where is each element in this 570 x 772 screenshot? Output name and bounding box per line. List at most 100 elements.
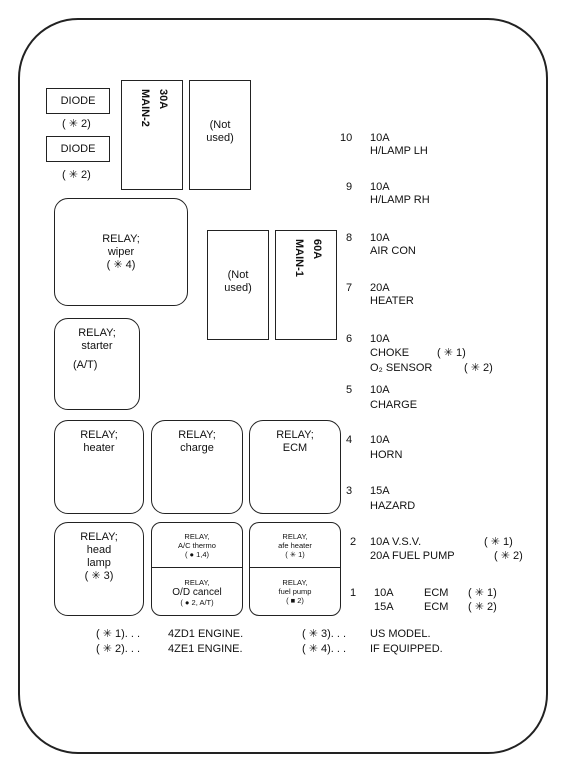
- fuse-6-amp: 10A: [370, 333, 390, 345]
- fuse-9-name: H/LAMP RH: [370, 194, 430, 206]
- fuse-7-amp: 20A: [370, 282, 390, 294]
- fuse-1-line1-name: ECM: [424, 587, 449, 599]
- fuse-2-line2: 20A FUEL PUMP: [370, 550, 455, 562]
- fuse-10-name: H/LAMP LH: [370, 145, 428, 157]
- relay-head-lamp: RELAY; head lamp ( ✳ 3): [54, 522, 144, 616]
- main-2-fuse: 30A MAIN-2: [121, 80, 183, 190]
- fuse-7-name: HEATER: [370, 295, 414, 307]
- fuse-6-name: CHOKE: [370, 347, 410, 359]
- not-used-2-line2: used): [224, 282, 252, 294]
- legend-1-key: ( ✳ 1). . .: [96, 628, 141, 640]
- main-1-fuse: 60A MAIN-1: [275, 230, 337, 340]
- fuse-7-number: 7: [346, 282, 353, 294]
- fuse-8-name: AIR CON: [370, 245, 416, 257]
- fuse-5-name: CHARGE: [370, 399, 418, 411]
- legend-4-text: IF EQUIPPED.: [370, 643, 443, 655]
- fuse-5-amp: 10A: [370, 384, 390, 396]
- legend-1-text: 4ZD1 ENGINE.: [168, 628, 244, 640]
- fuse-8-number: 8: [346, 232, 353, 244]
- relay-afe-l3: ( ✳ 1): [285, 550, 305, 559]
- relay-fuel-l1: RELAY,: [282, 578, 308, 587]
- fuse-4-number: 4: [346, 434, 353, 446]
- diode-1-note: ( ✳ 2): [62, 118, 91, 130]
- relay-charge: RELAY; charge: [151, 420, 243, 514]
- not-used-1-line2: used): [206, 132, 234, 144]
- relay-fuel-l3: ( ■ 2): [286, 596, 304, 605]
- fuse-box-outline: [18, 18, 548, 754]
- fuse-1-line2-note: ( ✳ 2): [468, 601, 497, 613]
- fuse-1-line2-amp: 15A: [374, 601, 394, 613]
- fuse-10-number: 10: [340, 132, 353, 144]
- relay-afe-l2: afe heater: [278, 541, 312, 550]
- fuse-2-line1-note: ( ✳ 1): [484, 536, 513, 548]
- relay-starter-l1: RELAY;: [78, 327, 116, 339]
- fuse-6-name2-note: ( ✳ 2): [464, 362, 493, 374]
- relay-ecm-l1: RELAY;: [276, 429, 314, 441]
- fuse-9-number: 9: [346, 181, 353, 193]
- relay-ac-l3: ( ● 1,4): [184, 550, 210, 559]
- legend-2-text: 4ZE1 ENGINE.: [168, 643, 243, 655]
- diode-1: DIODE: [46, 88, 110, 114]
- fuse-2-line1: 10A V.S.V.: [370, 536, 422, 548]
- relay-heater-l1: RELAY;: [80, 429, 118, 441]
- relay-charge-l1: RELAY;: [178, 429, 216, 441]
- relay-afe-fuel-divider: [250, 567, 340, 568]
- fuse-10-amp: 10A: [370, 132, 390, 144]
- relay-ac-l2: A/C thermo: [178, 541, 216, 550]
- relay-wiper-l2: wiper: [107, 246, 135, 258]
- main-1-amp: 60A: [311, 239, 323, 260]
- relay-head-lamp-l1: RELAY;: [80, 531, 118, 543]
- relay-starter-l2: starter: [81, 340, 113, 352]
- diode-2-note: ( ✳ 2): [62, 169, 91, 181]
- legend-4-key: ( ✳ 4). . .: [302, 643, 347, 655]
- relay-wiper: RELAY; wiper ( ✳ 4): [54, 198, 188, 306]
- fuse-2-number: 2: [350, 536, 357, 548]
- relay-wiper-l1: RELAY;: [102, 233, 140, 245]
- relay-ac-od-divider: [152, 567, 242, 568]
- fuse-4-amp: 10A: [370, 434, 390, 446]
- relay-od-l2: O/D cancel: [172, 587, 222, 598]
- not-used-2-line1: (Not: [227, 269, 249, 281]
- relay-ac-l1: RELAY,: [184, 532, 210, 541]
- relay-ecm: RELAY; ECM: [249, 420, 341, 514]
- relay-wiper-l3: ( ✳ 4): [106, 259, 136, 271]
- relay-charge-l2: charge: [180, 442, 214, 454]
- fuse-4-name: HORN: [370, 449, 403, 461]
- main-2-name: MAIN-2: [139, 89, 151, 127]
- relay-heater-l2: heater: [83, 442, 115, 454]
- relay-fuel-l2: fuel pump: [278, 587, 312, 596]
- fuse-6-name-note: ( ✳ 1): [437, 347, 466, 359]
- fuse-1-line2-name: ECM: [424, 601, 449, 613]
- relay-ac-od-block: RELAY, A/C thermo ( ● 1,4) RELAY, O/D ca…: [151, 522, 243, 616]
- fuse-3-name: HAZARD: [370, 500, 416, 512]
- fuse-1-line1-amp: 10A: [374, 587, 394, 599]
- relay-head-lamp-l4: ( ✳ 3): [84, 570, 114, 582]
- fuse-5-number: 5: [346, 384, 353, 396]
- main-1-name: MAIN-1: [293, 239, 305, 277]
- fuse-9-amp: 10A: [370, 181, 390, 193]
- fuse-1-line1-note: ( ✳ 1): [468, 587, 497, 599]
- diode-1-label: DIODE: [60, 95, 96, 107]
- fuse-1-number: 1: [350, 587, 357, 599]
- relay-heater: RELAY; heater: [54, 420, 144, 514]
- diode-2: DIODE: [46, 136, 110, 162]
- legend-3-key: ( ✳ 3). . .: [302, 628, 347, 640]
- not-used-1-line1: (Not: [209, 119, 231, 131]
- legend-3-text: US MODEL.: [370, 628, 431, 640]
- relay-ecm-l2: ECM: [282, 442, 308, 454]
- fuse-6-number: 6: [346, 333, 353, 345]
- relay-starter: RELAY; starter (A/T): [54, 318, 140, 410]
- relay-od-l1: RELAY,: [184, 578, 210, 587]
- diode-2-label: DIODE: [60, 143, 96, 155]
- fuse-3-amp: 15A: [370, 485, 390, 497]
- fuse-3-number: 3: [346, 485, 353, 497]
- fuse-8-amp: 10A: [370, 232, 390, 244]
- relay-starter-l3: (A/T): [73, 359, 98, 371]
- legend-2-key: ( ✳ 2). . .: [96, 643, 141, 655]
- not-used-slot-2: (Not used): [207, 230, 269, 340]
- relay-od-l3: ( ● 2, A/T): [180, 598, 214, 607]
- relay-afe-fuel-block: RELAY, afe heater ( ✳ 1) RELAY, fuel pum…: [249, 522, 341, 616]
- fuse-6-name2: O₂ SENSOR: [370, 362, 433, 374]
- relay-head-lamp-l3: lamp: [87, 557, 111, 569]
- relay-afe-l1: RELAY,: [282, 532, 308, 541]
